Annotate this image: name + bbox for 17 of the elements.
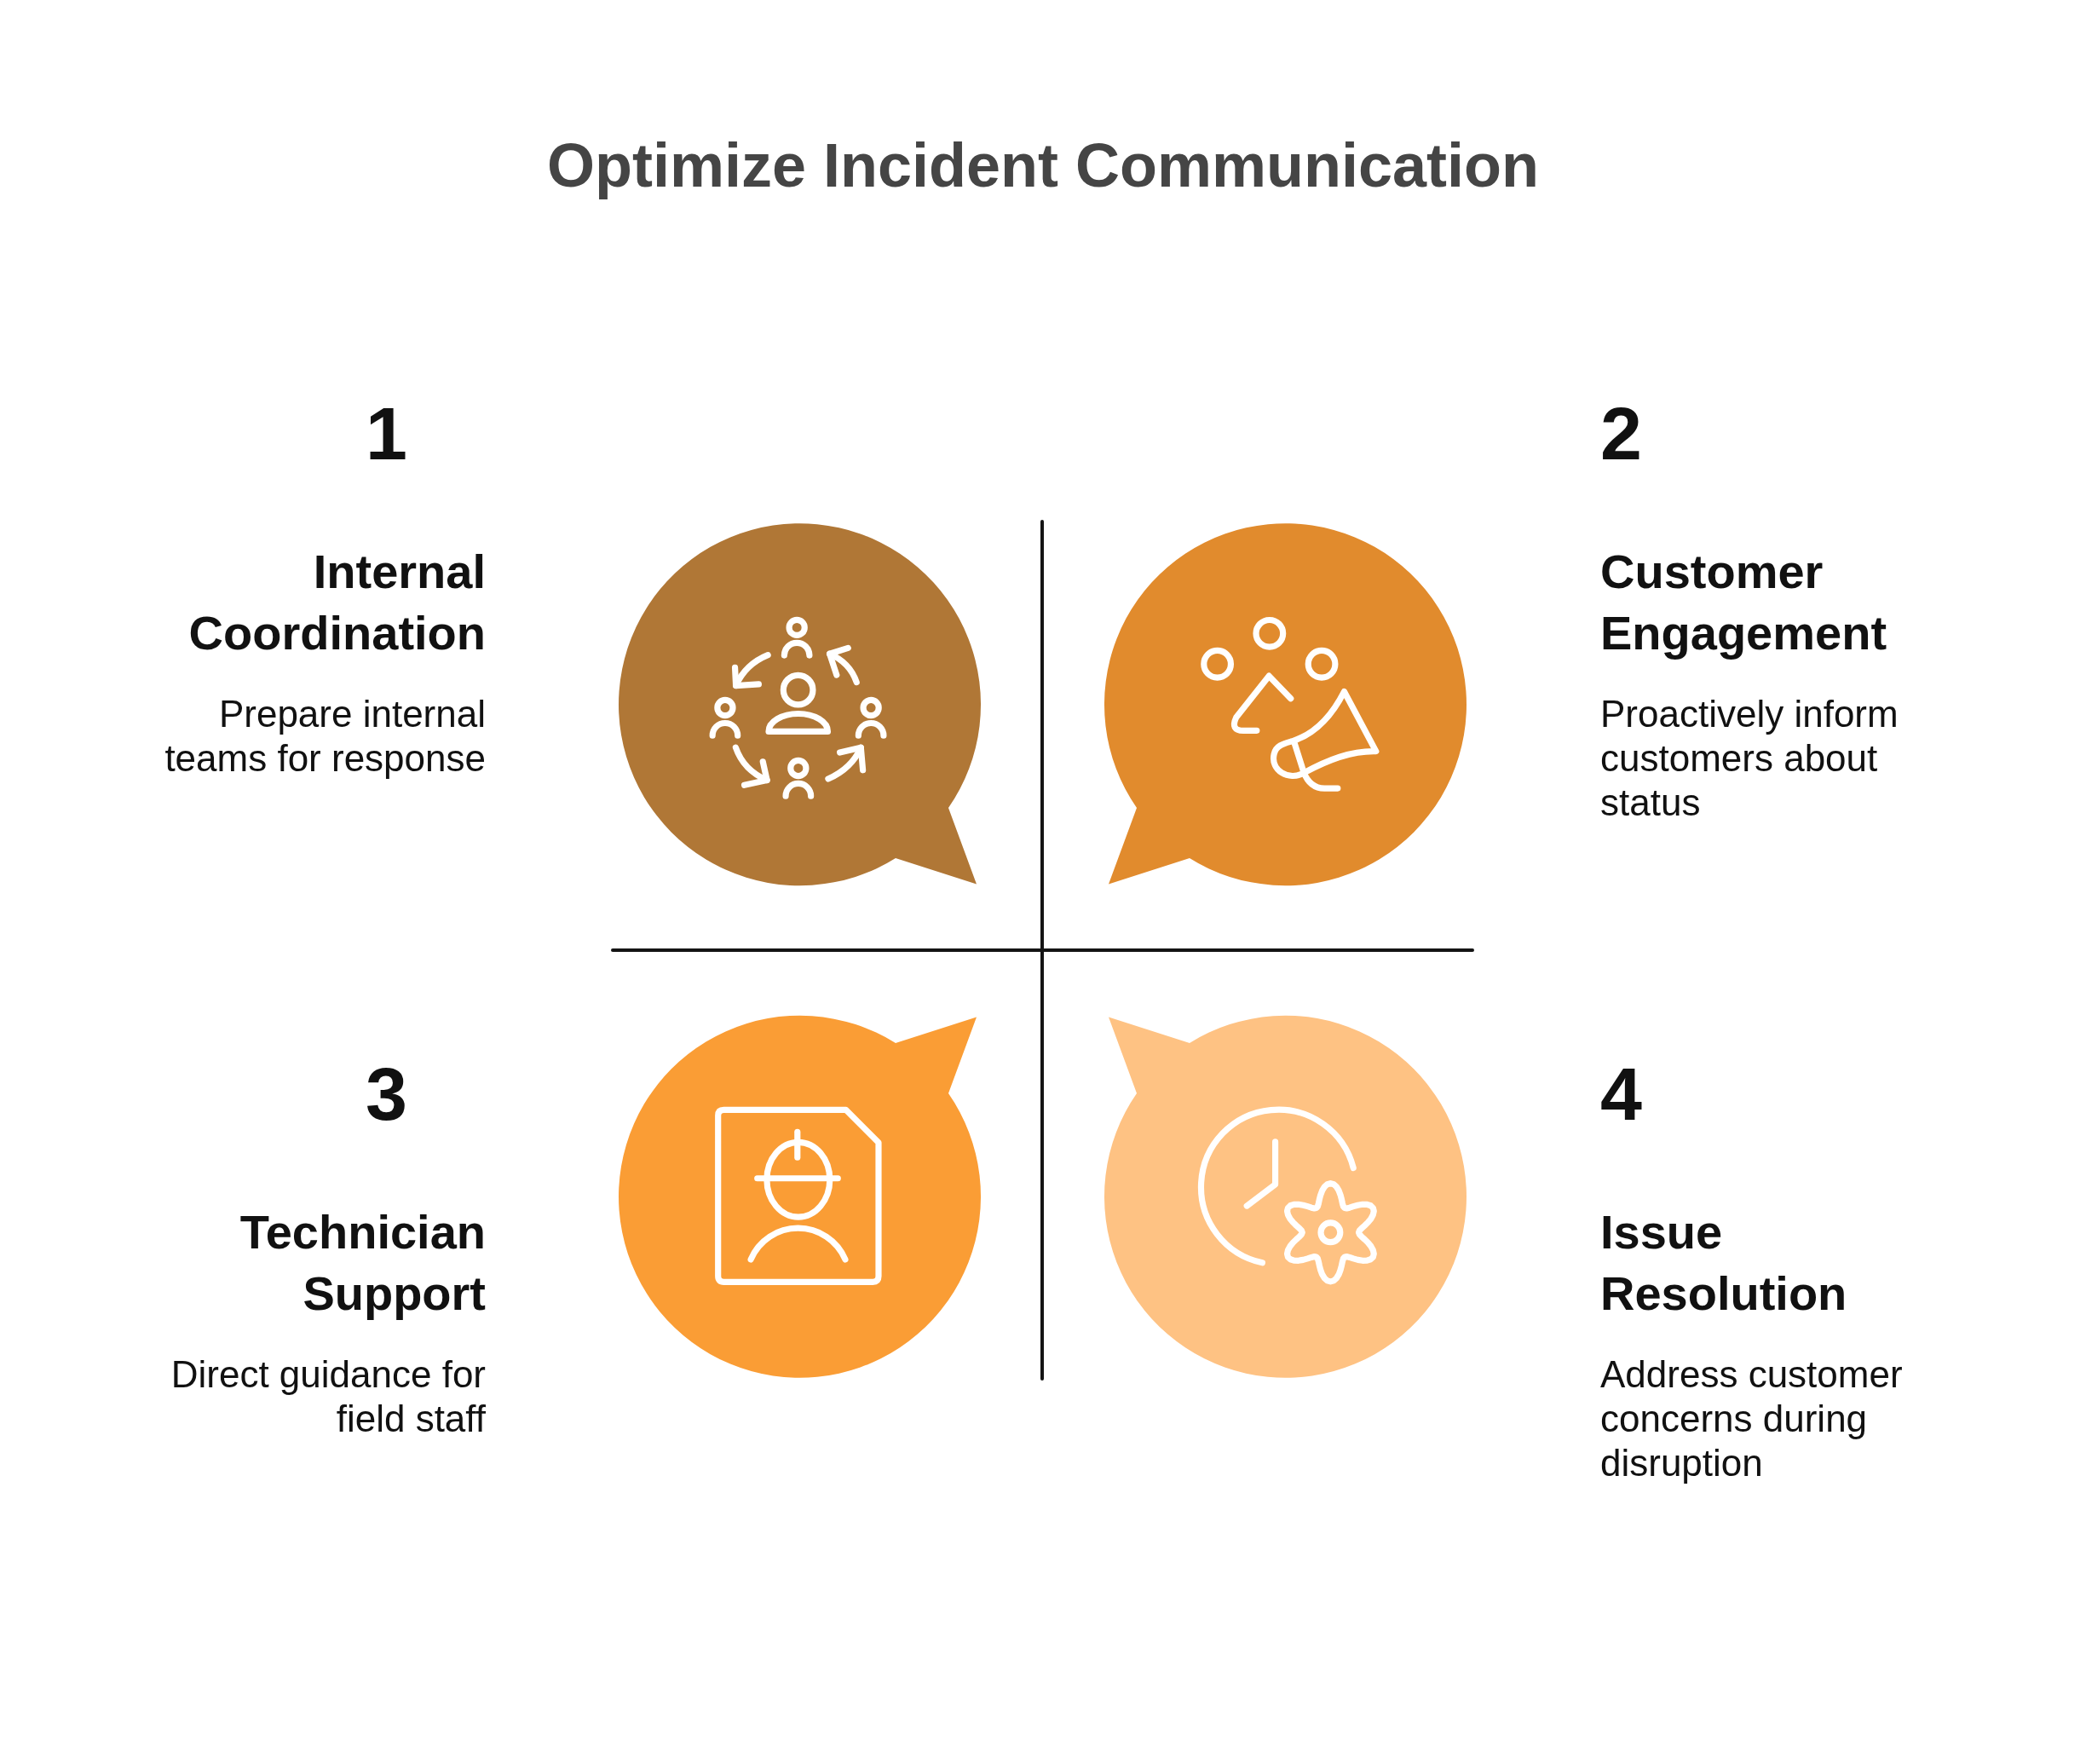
step-heading: Customer Engagement — [1600, 544, 1888, 661]
speech-bubble — [616, 1014, 978, 1377]
step-heading: Technician Support — [239, 1204, 486, 1322]
step-description: Proactively inform customers about status — [1600, 692, 1899, 825]
step-heading: Internal Coordination — [187, 544, 486, 661]
step-description: Address customer concerns during disruption — [1600, 1352, 1904, 1485]
step-number: 1 — [366, 396, 407, 471]
step-number: 3 — [366, 1057, 407, 1132]
step-number: 2 — [1600, 396, 1642, 471]
step-number: 4 — [1600, 1057, 1642, 1132]
step-description: Prepare internal teams for response — [164, 692, 486, 781]
step-heading: Issue Resolution — [1600, 1204, 1848, 1322]
diagram-title: Optimize Incident Communication — [546, 130, 1540, 201]
speech-bubble — [1107, 524, 1469, 886]
speech-bubble — [1107, 1014, 1469, 1377]
speech-bubble — [616, 524, 978, 886]
step-description: Direct guidance for field staff — [170, 1352, 486, 1441]
